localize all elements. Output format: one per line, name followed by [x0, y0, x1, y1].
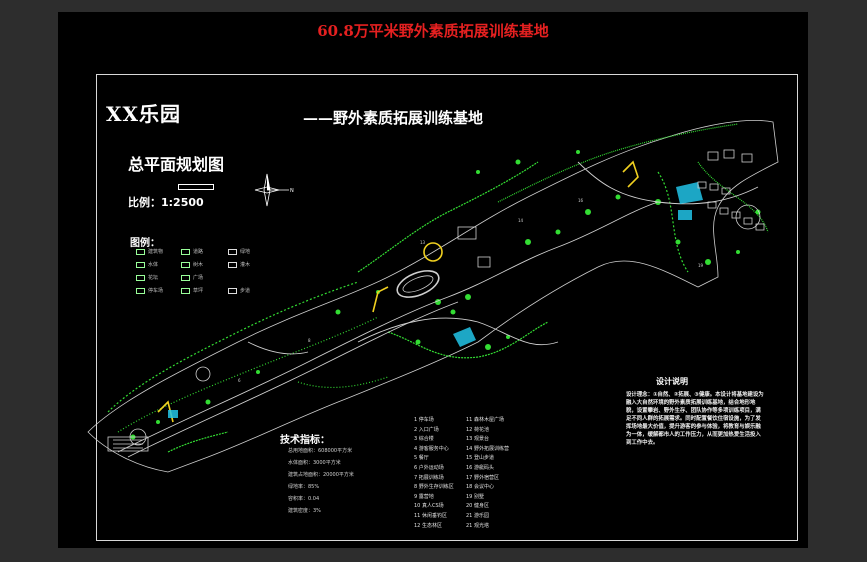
- zone-item: 1 停车场: [414, 417, 434, 423]
- zone-item: 16 游艇码头: [466, 464, 494, 471]
- road-network: [117, 161, 759, 458]
- plan-subtitle: ——野外素质拓展训练基地: [303, 109, 484, 127]
- svg-text:8: 8: [308, 338, 311, 343]
- drawing-canvas[interactable]: 60.8万平米野外素质拓展训练基地: [58, 12, 808, 548]
- lawn-icon: [181, 287, 190, 294]
- tech-item: 水体面积：3000平方米: [288, 460, 341, 466]
- zone-item: 15 登山步道: [466, 455, 494, 462]
- legend-item: 道路: [181, 248, 203, 255]
- building-icon: [136, 248, 145, 255]
- zone-item: 17 野外宿营区: [466, 474, 499, 481]
- legend-item: 草坪: [181, 287, 203, 294]
- zone-item: 11 森林木屋广场: [466, 417, 504, 423]
- zone-item: 11 休闲垂钓区: [414, 512, 447, 519]
- scale-bar: [178, 184, 214, 190]
- zone-item: 13 观景台: [466, 436, 489, 443]
- design-notes-title: 设计说明: [656, 377, 688, 386]
- zone-item: 2 入口广场: [414, 426, 439, 433]
- legend-item: 建筑物: [136, 248, 163, 255]
- road-icon: [181, 248, 190, 255]
- path-icon: [228, 287, 237, 294]
- tech-item: 建筑密度：3%: [288, 508, 321, 514]
- zone-item: 6 户外运动场: [414, 464, 444, 471]
- zone-item: 12 荷花池: [466, 426, 489, 433]
- parking-icon: [136, 287, 145, 294]
- zone-item: 12 生态林区: [414, 522, 442, 529]
- legend-item: 绿地: [228, 248, 250, 255]
- legend-title: 图例：: [130, 238, 160, 249]
- compass-label: N: [290, 188, 294, 194]
- svg-text:13: 13: [420, 240, 426, 245]
- zone-item: 20 健身区: [466, 503, 489, 510]
- svg-text:14: 14: [518, 218, 524, 223]
- legend-item: 花坛: [136, 274, 158, 281]
- tech-item: 容积率：0.04: [288, 496, 320, 502]
- legend-item: 广场: [181, 274, 203, 281]
- vegetation-layer: [107, 123, 769, 453]
- shrub-icon: [228, 261, 237, 268]
- zone-item: 21 观光塔: [466, 522, 489, 529]
- design-notes-text: 设计理念：①自然、②拓展、③健康。本设计将基地建设为融入大自然环境的野外素质拓展…: [626, 392, 764, 446]
- zone-item: 18 会议中心: [466, 484, 494, 491]
- svg-text:16: 16: [578, 198, 584, 203]
- legend-item: 停车场: [136, 287, 163, 294]
- tech-item: 总用地面积：608000平方米: [288, 448, 353, 454]
- tech-index-title: 技术指标：: [280, 435, 330, 446]
- zone-markers: 16 14 13 8 6 19: [238, 198, 704, 383]
- building-cluster: [697, 149, 765, 231]
- plaza-icon: [181, 274, 190, 281]
- flowerbed-icon: [136, 274, 145, 281]
- svg-text:19: 19: [698, 263, 704, 268]
- track-field: [402, 275, 434, 293]
- zone-item: 10 真人CS场: [414, 503, 444, 510]
- svg-text:6: 6: [238, 378, 241, 383]
- legend-item: 步道: [228, 287, 250, 294]
- running-track: [396, 270, 440, 298]
- tech-item: 绿地率：85%: [288, 484, 320, 490]
- tech-item: 建筑占地面积：20000平方米: [288, 472, 354, 478]
- tree-icon: [181, 261, 190, 268]
- zone-item: 14 野外拓展训练营: [466, 445, 509, 452]
- water-layer: [168, 182, 703, 418]
- zone-item: 9 露营地: [414, 493, 434, 500]
- zone-item: 5 餐厅: [414, 455, 429, 462]
- scale-label: 比例：1:2500: [128, 196, 204, 209]
- zone-list-right: 11 森林木屋广场 12 荷花池 13 观景台 14 野外拓展训练营 15 登山…: [466, 416, 509, 531]
- site-boundary: [87, 120, 779, 473]
- drawing-frame: [96, 74, 798, 541]
- compass-icon: N: [254, 173, 294, 207]
- legend-item: 水体: [136, 261, 158, 268]
- park-name: XX乐园: [106, 102, 182, 126]
- zone-item: 19 别墅: [466, 493, 484, 500]
- zone-item: 21 游乐园: [466, 512, 489, 519]
- entrance-buildings: [107, 226, 491, 452]
- site-plan[interactable]: 16 14 13 8 6 19: [58, 12, 808, 548]
- zone-item: 4 游客服务中心: [414, 445, 449, 452]
- grass-icon: [228, 248, 237, 255]
- tech-index-list: 总用地面积：608000平方米 水体面积：3000平方米 建筑占地面积：2000…: [288, 445, 354, 517]
- water-icon: [136, 261, 145, 268]
- zone-list-left: 1 停车场 2 入口广场 3 综合楼 4 游客服务中心 5 餐厅 6 户外运动场…: [414, 416, 454, 531]
- zone-item: 7 拓展训练场: [414, 474, 444, 481]
- legend-item: 树木: [181, 261, 203, 268]
- plan-title: 总平面规划图: [128, 155, 225, 174]
- drawing-title: 60.8万平米野外素质拓展训练基地: [317, 22, 549, 40]
- zone-item: 8 野外生存训练区: [414, 484, 454, 491]
- legend-item: 灌木: [228, 261, 250, 268]
- zone-item: 3 综合楼: [414, 436, 434, 443]
